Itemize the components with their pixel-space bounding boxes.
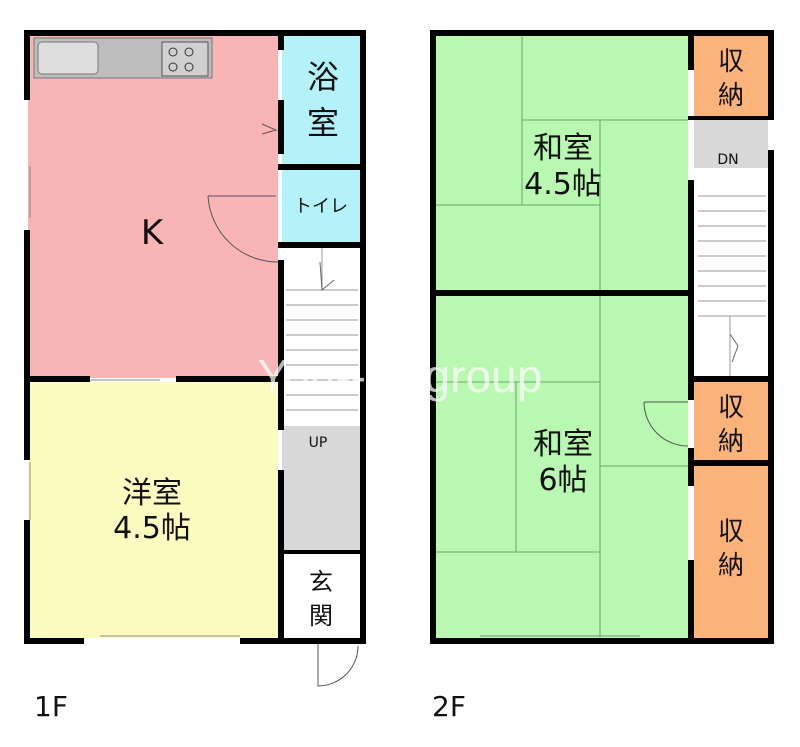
entrance-area [282,556,360,638]
floor-label-1f: 1F [34,690,68,723]
walls-1f [24,30,366,644]
stairs-arrow [319,261,335,292]
stove-burner [184,47,194,57]
stairs-2f-area [694,168,768,376]
door-swings-1f [207,123,359,687]
entrance-label-line2: 関 [309,602,333,630]
storage-middle-label-line2: 納 [718,427,744,457]
japanese-room-a [436,36,688,290]
storage-bottom [694,466,768,638]
storage-top-label-line1: 収 [718,47,744,77]
sink [37,41,99,75]
door-swings-2f [643,401,689,447]
entrance-label-line1: 玄 [309,568,333,596]
storage-top [694,36,768,116]
bath-room [282,36,360,164]
storage-bottom-label-line1: 収 [718,517,744,547]
storage-bottom-label-line2: 納 [718,551,744,581]
kitchen-room [28,36,278,378]
bath-label-line2: 室 [307,104,339,142]
landing-area [694,120,768,168]
toilet-label: トイレ [294,196,348,217]
western-label-line2: 4.5帖 [113,511,191,546]
japanese-b-label-line1: 和室 [533,427,593,462]
stair-treads-2f [698,195,766,376]
stairs-up-label: UP [309,435,328,451]
japanese-a-label-line1: 和室 [533,131,593,166]
storage-middle [694,382,768,460]
hall-area [282,426,360,552]
watermark: You----- group [258,350,543,402]
storage-middle-label-line1: 収 [718,393,744,423]
second-floor: 和室 4.5帖 和室 6帖 収 納 収 納 収 納 DN 2F [430,30,774,723]
kitchen-label: K [141,213,165,253]
first-floor: K 浴 室 トイレ UP 洋室 4.5帖 玄 関 1F [24,30,366,723]
stove [161,41,209,77]
storage-top-label-line2: 納 [718,81,744,111]
western-room [28,382,278,638]
japanese-room-b [436,296,688,638]
stove-burner [168,47,178,57]
bath-label-line1: 浴 [307,58,339,96]
western-label-line1: 洋室 [122,476,182,511]
walls-2f [430,30,774,644]
toilet-room [282,168,360,242]
floor-label-2f: 2F [432,690,466,723]
stove-burner [168,62,178,72]
tatami-lines [436,36,688,638]
stairs-2f-arrow [729,333,739,363]
stairs-down-label: DN [717,152,738,168]
japanese-b-label-line2: 6帖 [538,463,587,498]
stove-burner [184,62,194,72]
japanese-a-label-line2: 4.5帖 [524,167,602,202]
